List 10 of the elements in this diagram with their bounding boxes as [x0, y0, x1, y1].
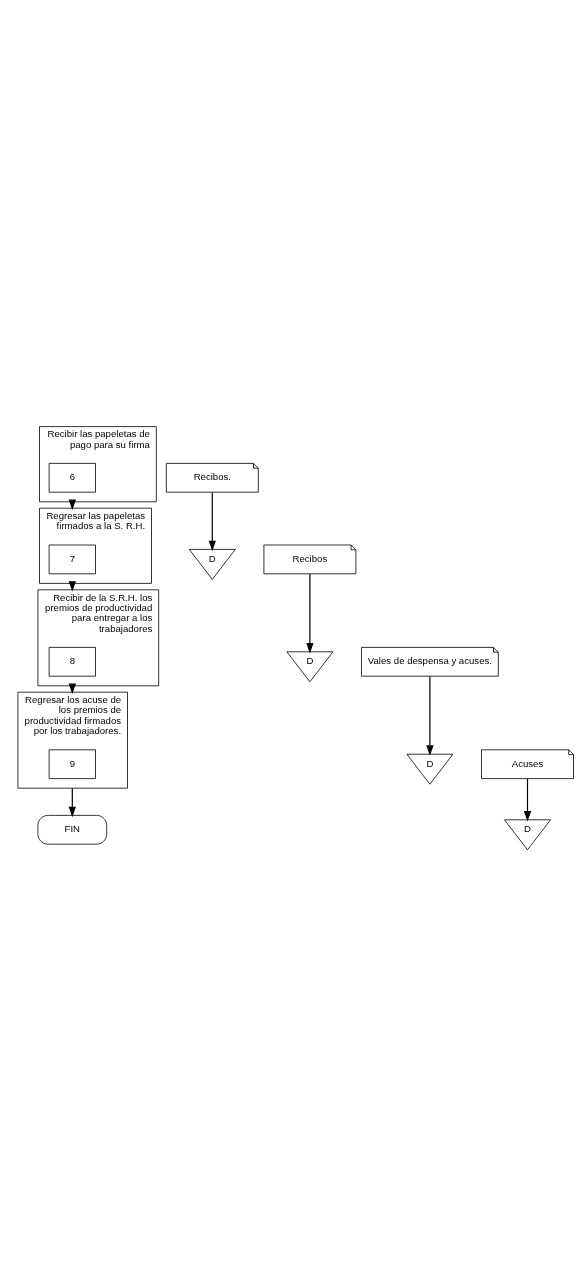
- arrow: [208, 491, 216, 551]
- node-box: FIN: [37, 814, 108, 845]
- arrow: [426, 675, 434, 756]
- arrow: [523, 777, 532, 821]
- node-box: 7: [48, 544, 96, 574]
- arrow: [306, 572, 314, 653]
- node-box: 9: [48, 748, 96, 779]
- node-box: 6: [48, 462, 96, 493]
- node-box: 8: [48, 646, 96, 677]
- arrow: [68, 787, 76, 817]
